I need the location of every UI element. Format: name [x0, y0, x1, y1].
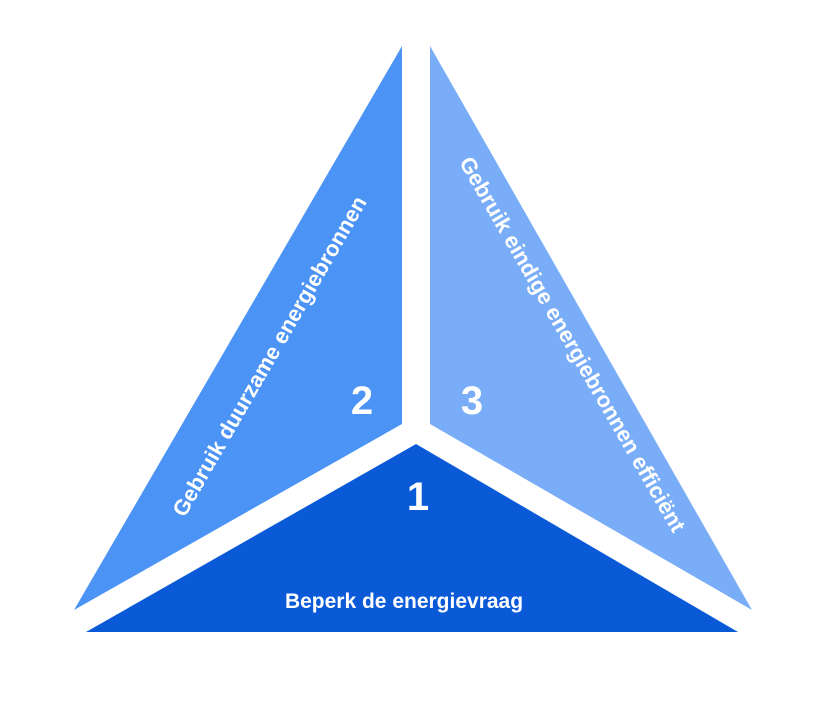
segment-3-number: 3	[461, 379, 483, 423]
segment-1-label: Beperk de energievraag	[285, 590, 523, 613]
segment-1-number: 1	[407, 475, 429, 519]
segment-2-renewable	[74, 46, 402, 610]
segment-3-efficient	[430, 46, 752, 610]
segment-2-number: 2	[351, 379, 373, 423]
segment-1-reduce-demand	[86, 444, 738, 632]
